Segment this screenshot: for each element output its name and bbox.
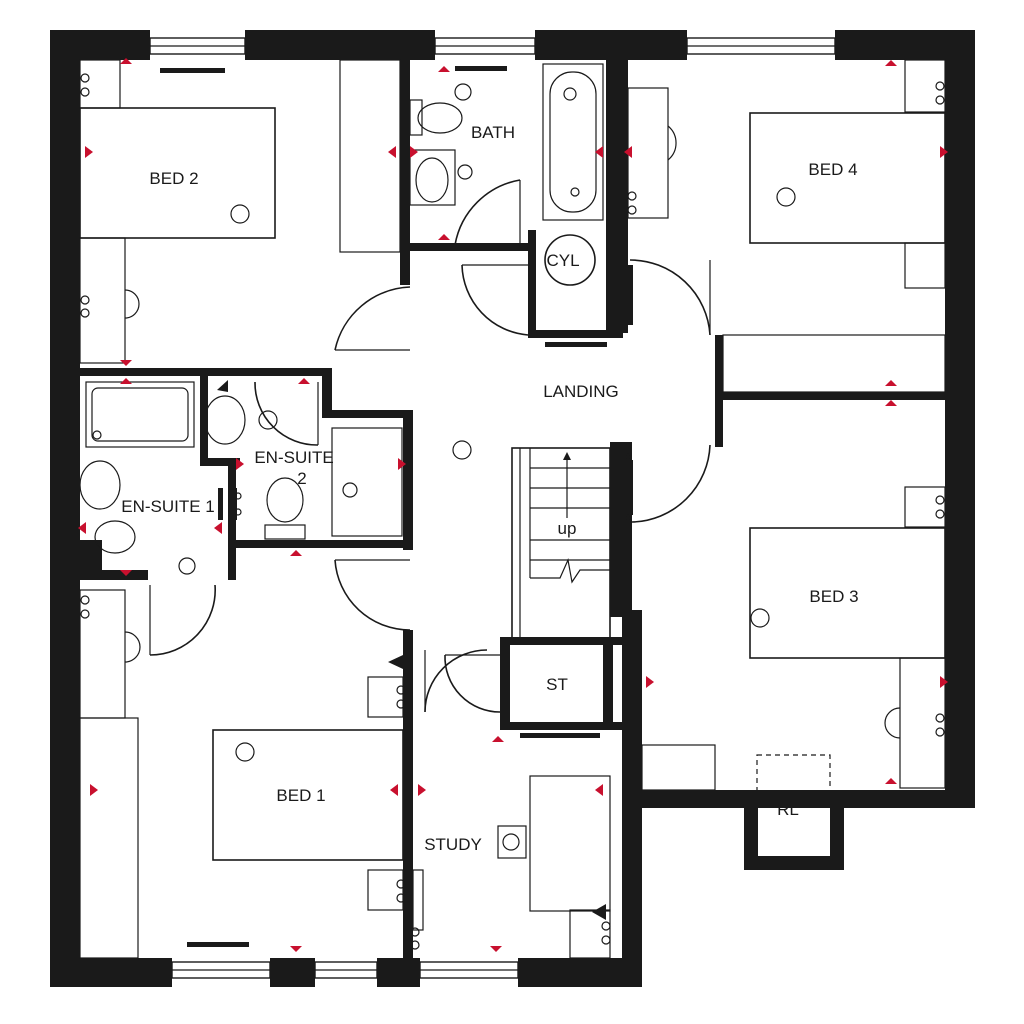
outer-walls [50,30,975,987]
label-landing: LANDING [543,382,619,401]
radiators [160,66,633,947]
label-ensuite-2-number: 2 [297,469,306,488]
label-ensuite-1: EN-SUITE 1 [121,497,215,516]
label-bed-4: BED 4 [808,160,857,179]
windows [149,37,836,979]
label-bed-2: BED 2 [149,169,198,188]
label-st: ST [546,675,568,694]
label-bath: BATH [471,123,515,142]
electrical-symbols [80,73,945,950]
label-study: STUDY [424,835,482,854]
label-bed-1: BED 1 [276,786,325,805]
label-rl: RL [777,800,799,819]
red-markers [78,58,948,952]
room-labels: BED 2 BATH BED 4 CYL LANDING EN-SUITE 1 … [121,123,858,854]
label-stairs-up: up [558,519,577,538]
label-ensuite-2: EN-SUITE [254,448,333,467]
label-cyl: CYL [546,251,579,270]
label-bed-3: BED 3 [809,587,858,606]
furniture [79,59,946,959]
interior-walls [80,30,945,960]
